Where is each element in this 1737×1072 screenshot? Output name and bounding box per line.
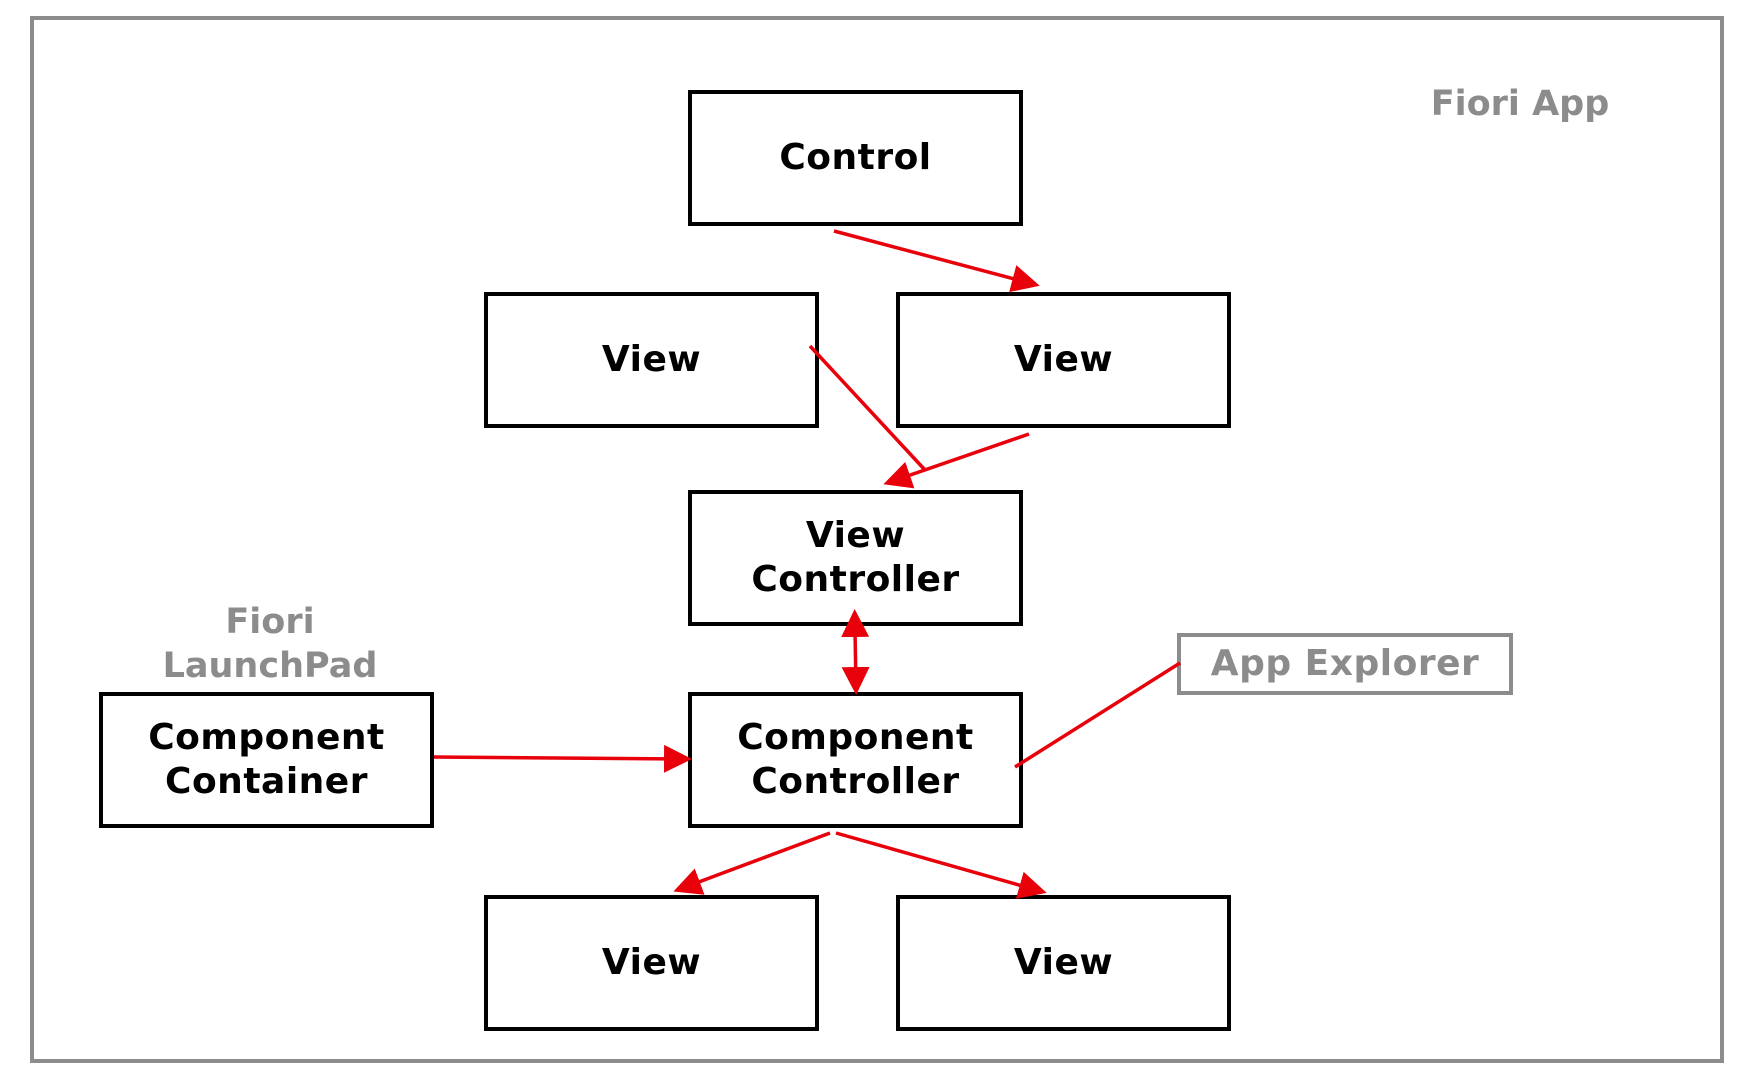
view-box-bottom-right-label: View <box>1013 942 1114 983</box>
view-box-bottom-left: View <box>484 895 819 1031</box>
component-controller-box: Component Controller <box>688 692 1023 828</box>
fiori-app-label: Fiori App <box>1430 84 1610 124</box>
view-box-top-left: View <box>484 292 819 428</box>
view-controller-box: View Controller <box>688 490 1023 626</box>
control-box-label: Control <box>779 137 932 178</box>
app-explorer-box: App Explorer <box>1177 633 1513 695</box>
view-controller-box-label: View Controller <box>751 515 960 600</box>
view-box-top-right-label: View <box>1013 339 1114 380</box>
app-explorer-box-label: App Explorer <box>1210 643 1480 684</box>
control-box: Control <box>688 90 1023 226</box>
component-controller-box-label: Component Controller <box>737 717 974 802</box>
view-box-top-left-label: View <box>601 339 702 380</box>
fiori-app-frame <box>30 16 1724 1063</box>
fiori-launchpad-label: Fiori LaunchPad <box>162 602 378 686</box>
view-box-bottom-right: View <box>896 895 1231 1031</box>
view-box-top-right: View <box>896 292 1231 428</box>
component-container-box: Component Container <box>99 692 434 828</box>
component-container-box-label: Component Container <box>148 717 385 802</box>
view-box-bottom-left-label: View <box>601 942 702 983</box>
